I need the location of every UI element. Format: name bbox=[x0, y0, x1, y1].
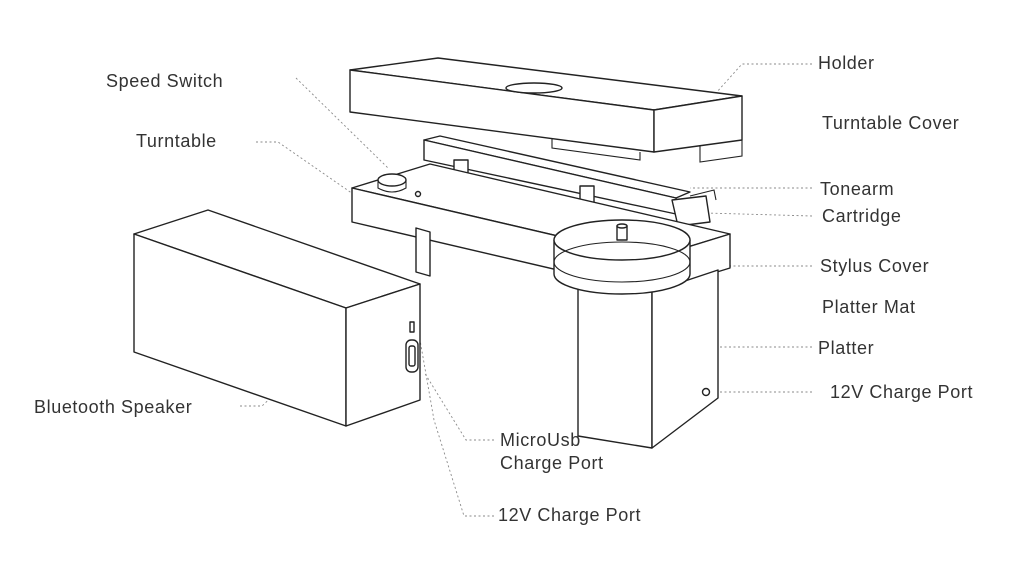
label-tonearm: Tonearm bbox=[820, 179, 894, 199]
pillar-charge-port bbox=[701, 387, 711, 397]
label-cartridge: Cartridge bbox=[822, 206, 901, 226]
label-stylus-cover: Stylus Cover bbox=[820, 256, 929, 276]
speed-switch-knob bbox=[377, 173, 407, 187]
leader-charge-port-bottom bbox=[419, 339, 494, 517]
leader-microusb bbox=[423, 371, 494, 441]
label-microusb-line2: Charge Port bbox=[500, 453, 604, 473]
cartridge-block bbox=[671, 195, 711, 227]
labels: Holder Speed Switch Turntable Cover Turn… bbox=[34, 53, 973, 525]
label-turntable-cover: Turntable Cover bbox=[822, 113, 959, 133]
cover-logo bbox=[505, 82, 563, 94]
label-platter-mat: Platter Mat bbox=[822, 297, 916, 317]
speaker-small-port bbox=[409, 321, 415, 333]
platter bbox=[553, 219, 691, 295]
label-platter: Platter bbox=[818, 338, 874, 358]
label-charge-port-right: 12V Charge Port bbox=[830, 382, 973, 402]
leader-cartridge bbox=[705, 212, 813, 217]
leader-speed-switch bbox=[295, 77, 389, 169]
turntable-cover bbox=[349, 57, 743, 163]
platter-mat bbox=[553, 241, 691, 283]
label-charge-port-bottom: 12V Charge Port bbox=[498, 505, 641, 525]
label-holder: Holder bbox=[818, 53, 875, 73]
label-turntable: Turntable bbox=[136, 131, 217, 151]
leader-turntable bbox=[256, 141, 357, 197]
label-bluetooth-speaker: Bluetooth Speaker bbox=[34, 397, 192, 417]
bluetooth-speaker bbox=[133, 209, 421, 427]
label-microusb-line1: MicroUsb bbox=[500, 430, 581, 450]
label-speed-switch: Speed Switch bbox=[106, 71, 223, 91]
